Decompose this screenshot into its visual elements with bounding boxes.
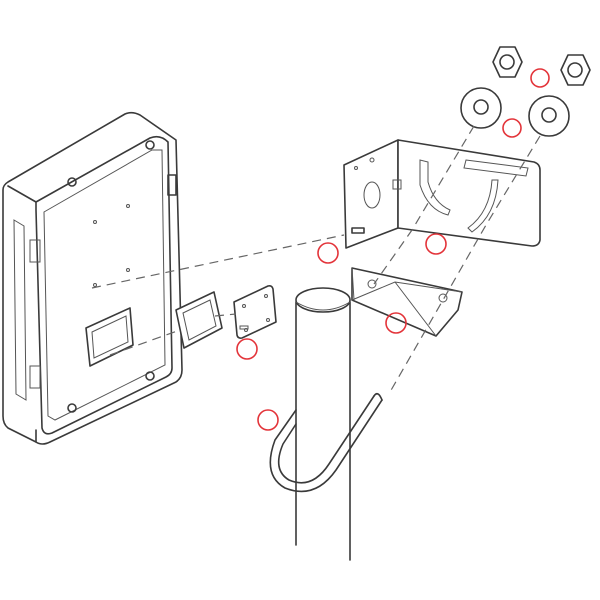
- washer: [528, 95, 570, 137]
- enclosure: [2, 111, 183, 445]
- callout-marker: [317, 242, 339, 264]
- callout-marker: [385, 312, 407, 334]
- cover-plate: [233, 285, 277, 339]
- callouts: [236, 68, 550, 431]
- u-bolt: [269, 392, 383, 493]
- assembly-lines: [91, 125, 541, 393]
- callout-marker: [530, 68, 550, 88]
- gasket: [175, 291, 223, 349]
- hex-nut: [560, 54, 591, 86]
- washer: [460, 87, 502, 129]
- mounting-bracket: [343, 139, 541, 249]
- pole: [295, 287, 351, 561]
- callout-marker: [425, 233, 447, 255]
- callout-marker: [257, 409, 279, 431]
- clamp-saddle: [351, 267, 463, 337]
- hex-nut: [492, 46, 523, 78]
- callout-marker: [502, 118, 522, 138]
- callout-marker: [236, 338, 258, 360]
